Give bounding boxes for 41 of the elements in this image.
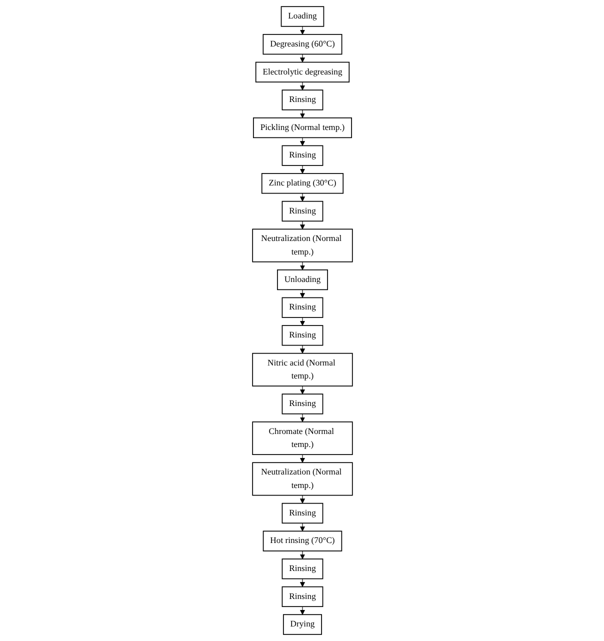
node-box: Loading	[280, 6, 324, 27]
arrow	[299, 137, 305, 146]
arrow	[299, 578, 305, 588]
arrow	[299, 220, 305, 230]
node-box: Rinsing	[281, 558, 323, 580]
node-box: Drying	[282, 614, 322, 635]
arrow	[299, 414, 305, 422]
arrow	[299, 454, 305, 463]
node-box: Unloading	[276, 269, 328, 290]
node-box: Rinsing	[281, 200, 323, 222]
node-box: Chromate (Normal temp.)	[252, 421, 352, 455]
node-box: Rinsing	[281, 394, 323, 414]
node-box: Zinc plating (30°C)	[260, 173, 344, 194]
arrow	[299, 522, 305, 532]
arrow	[299, 54, 305, 62]
arrow	[299, 606, 305, 615]
arrow	[299, 495, 305, 504]
node-box: Pickling (Normal temp.)	[252, 117, 352, 138]
arrow	[299, 550, 305, 560]
arrow	[299, 26, 305, 35]
node-box: Rinsing	[281, 325, 323, 346]
node-box: Degreasing (60°C)	[262, 34, 342, 55]
arrow	[299, 82, 305, 90]
node-box: Hot rinsing (70°C)	[262, 530, 342, 552]
node-box: Nitric acid (Normal temp.)	[252, 352, 352, 386]
arrow	[299, 110, 305, 118]
node-box: Rinsing	[281, 502, 323, 524]
node-box: Rinsing	[281, 145, 323, 166]
arrow	[299, 317, 305, 326]
arrow	[299, 289, 305, 298]
arrow	[299, 386, 305, 394]
node-box: Rinsing	[281, 90, 323, 110]
node-box: Neutralization (Normal temp.)	[252, 228, 352, 262]
node-box: Neutralization (Normal temp.)	[252, 462, 352, 496]
node-box: Rinsing	[281, 586, 323, 608]
arrow	[299, 345, 305, 354]
node-box: Rinsing	[281, 297, 323, 318]
node-box: Electrolytic degreasing	[254, 62, 350, 82]
arrow	[299, 165, 305, 174]
arrow	[299, 262, 305, 270]
arrow	[299, 193, 305, 202]
